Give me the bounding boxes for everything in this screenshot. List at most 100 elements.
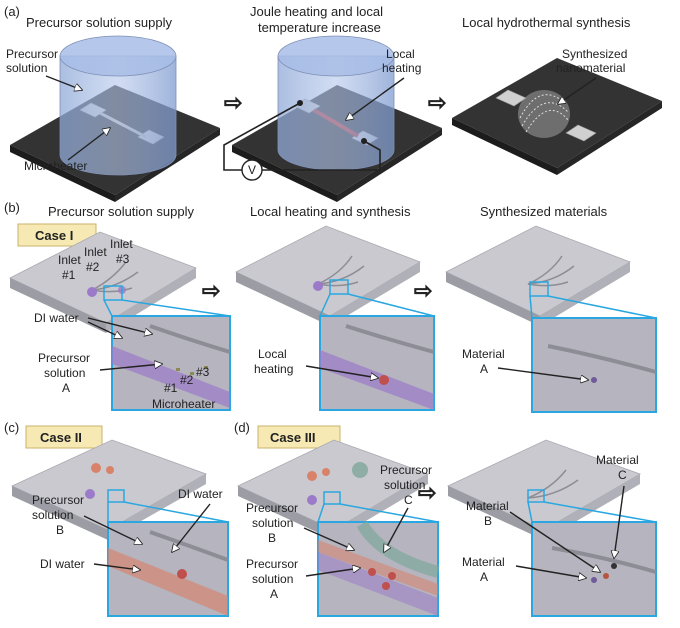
label-precursor-c-1: Precursor <box>32 493 84 507</box>
label-precursor-b-1: Precursor <box>38 351 90 365</box>
label-pc-3: C <box>404 493 413 507</box>
chip-b2 <box>235 225 435 326</box>
label-inlet-3: Inlet <box>110 237 133 251</box>
panel-b: (b) Precursor solution supply Local heat… <box>4 200 657 413</box>
chip-d1 <box>237 439 439 540</box>
case-iii-label: Case III <box>270 430 316 445</box>
arrow-mc <box>614 485 625 558</box>
arrow-precursor-c <box>83 515 142 544</box>
label-di-water-b: DI water <box>34 311 79 325</box>
arrow-precursor-a1 <box>45 75 82 90</box>
panel-a-title-2a: Joule heating and local <box>250 4 383 19</box>
label-precursor-c-3: B <box>56 523 64 537</box>
label-pb-3: B <box>268 531 276 545</box>
label-inlet-3-num: #3 <box>116 252 130 266</box>
label-di-water-c-bottom: DI water <box>40 557 85 571</box>
label-pa-3: A <box>270 587 278 601</box>
label-pb-1: Precursor <box>246 501 298 515</box>
arrow-microheater-a1 <box>67 128 110 161</box>
label-micro-3: #3 <box>196 365 210 379</box>
panel-b-title-3: Synthesized materials <box>480 204 608 219</box>
arrow-synthesized <box>558 77 597 104</box>
panel-a-title-1: Precursor solution supply <box>26 15 172 30</box>
channel-d1-a <box>318 552 438 616</box>
stage-a3-chip <box>452 58 662 175</box>
panel-a-title-2b: temperature increase <box>258 20 381 35</box>
case-iii-box <box>257 425 341 449</box>
panel-a-letter: (a) <box>4 4 20 19</box>
label-mc-2: C <box>618 468 627 482</box>
case-ii-box <box>25 425 103 449</box>
chip-b3 <box>445 225 657 326</box>
case-i-label: Case I <box>35 228 73 243</box>
label-inlet-1: Inlet <box>58 253 81 267</box>
arrow-local-heating-a2 <box>346 77 405 120</box>
panel-b-letter: (b) <box>4 200 20 215</box>
label-mb-2: B <box>484 514 492 528</box>
label-material-b-2: A <box>480 362 488 376</box>
label-precursor-a1-2: solution <box>6 61 47 75</box>
stage-a2-chip <box>223 35 442 202</box>
arrow-pa <box>305 568 360 577</box>
label-microheater-a1: Microheater <box>24 159 87 173</box>
arrow-ma <box>515 565 586 578</box>
panel-a: (a) Precursor solution supply Joule heat… <box>4 4 662 202</box>
arrow-pc <box>384 507 409 552</box>
label-pc-1: Precursor <box>380 463 432 477</box>
stage-a1-chip <box>10 35 220 202</box>
label-pb-2: solution <box>252 516 293 530</box>
arrow-mb <box>509 511 600 572</box>
label-ma-2: A <box>480 570 488 584</box>
arrow-di-water-b-1 <box>87 317 152 334</box>
channel-d1-b <box>318 540 438 596</box>
arrow-di-water-c-bottom <box>93 563 140 570</box>
process-arrow-a2: ⇨ <box>428 90 446 115</box>
label-synthesized-1: Synthesized <box>562 47 627 61</box>
label-synthesized-2: nanomaterial <box>556 61 625 75</box>
label-material-b-1: Material <box>462 347 505 361</box>
arrow-precursor-b <box>99 364 162 371</box>
process-arrow-a1: ⇨ <box>224 90 242 115</box>
label-precursor-b-2: solution <box>44 366 85 380</box>
label-mb-1: Material <box>466 499 509 513</box>
arrow-pb <box>303 527 354 550</box>
label-local-heating-b-2: heating <box>254 362 293 376</box>
label-micro-2: #2 <box>180 373 194 387</box>
label-microheater-b: Microheater <box>152 397 215 411</box>
label-di-water-c-top: DI water <box>178 487 223 501</box>
label-precursor-c-2: solution <box>32 508 73 522</box>
label-local-heating-a2-1: Local <box>386 47 415 61</box>
process-arrow-b2: ⇨ <box>414 278 432 303</box>
panel-d: (d) Case III Precursor solution C Precur… <box>234 420 657 617</box>
panel-a-title-3: Local hydrothermal synthesis <box>462 15 631 30</box>
label-ma-1: Material <box>462 555 505 569</box>
panel-b-title-1: Precursor solution supply <box>48 204 194 219</box>
label-mc-1: Material <box>596 453 639 467</box>
process-arrow-b1: ⇨ <box>202 278 220 303</box>
channel-b1-di <box>149 324 231 354</box>
label-inlet-2-num: #2 <box>86 260 100 274</box>
label-inlet-2: Inlet <box>84 245 107 259</box>
arrow-di-water-c-top <box>172 503 211 552</box>
label-precursor-b-3: A <box>62 381 70 395</box>
label-inlet-1-num: #1 <box>62 268 76 282</box>
case-ii-label: Case II <box>40 430 82 445</box>
panel-c-letter: (c) <box>4 420 19 435</box>
arrow-local-heating-b <box>305 365 378 378</box>
panel-b-title-2: Local heating and synthesis <box>250 204 411 219</box>
process-arrow-d: ⇨ <box>418 480 436 505</box>
label-pa-2: solution <box>252 572 293 586</box>
label-micro-1: #1 <box>164 381 178 395</box>
voltmeter-symbol: V <box>248 163 256 177</box>
panel-d-letter: (d) <box>234 420 250 435</box>
arrow-di-water-b-2 <box>87 321 122 338</box>
label-local-heating-a2-2: heating <box>382 61 421 75</box>
panel-c: (c) Case II DI water Precursor solution … <box>4 420 229 617</box>
channel-b1-precursor <box>112 346 230 408</box>
label-pc-2: solution <box>384 478 425 492</box>
label-precursor-a1-1: Precursor <box>6 47 58 61</box>
label-pa-1: Precursor <box>246 557 298 571</box>
arrow-material-b <box>497 367 588 380</box>
label-local-heating-b-1: Local <box>258 347 287 361</box>
